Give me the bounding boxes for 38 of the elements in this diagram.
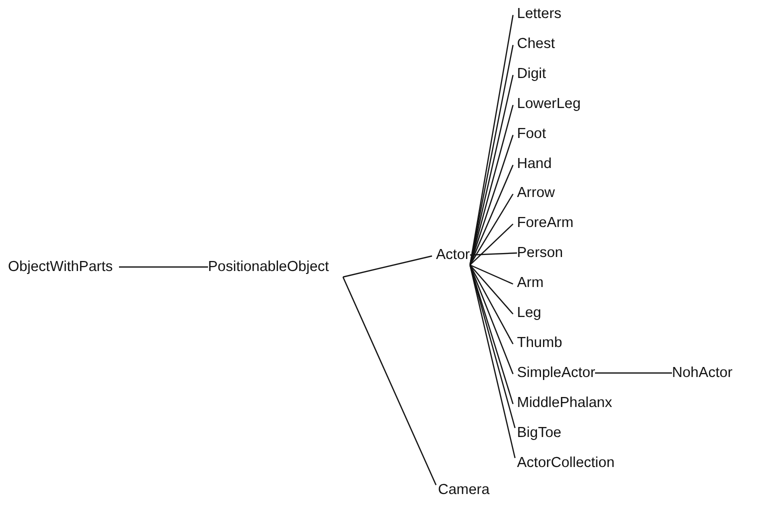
- connector-line: [469, 264, 514, 374]
- connector-line: [342, 276, 437, 486]
- class-name: ObjectWithParts: [8, 258, 119, 276]
- connector-line: [595, 372, 672, 374]
- connector-line: [469, 264, 516, 428]
- class-name: Leg: [517, 304, 542, 322]
- connector-line: [469, 194, 514, 266]
- class-name: ForeArm: [517, 214, 574, 232]
- class-name: ActorCollection: [517, 454, 615, 472]
- class-name: NohActor: [672, 364, 732, 382]
- connector-line: [470, 224, 514, 266]
- connector-line: [469, 264, 514, 404]
- class-name: PositionableObject: [208, 258, 343, 276]
- connector-line: [342, 255, 432, 278]
- class-name: Digit: [517, 64, 546, 83]
- connector-line: [469, 104, 514, 266]
- class-name: Actor: [436, 246, 470, 264]
- class-name: BigToe: [517, 424, 562, 442]
- class-name: MiddlePhalanx: [517, 394, 612, 412]
- class-name: Arrow: [517, 184, 555, 202]
- connector-line: [469, 134, 514, 266]
- class-name: Camera: [438, 481, 490, 499]
- class-name: SimpleActor: [517, 364, 596, 382]
- class-name: Foot: [517, 124, 546, 143]
- connector-line: [470, 252, 518, 256]
- class-name: Chest: [517, 34, 555, 53]
- class-name: Person: [517, 244, 563, 262]
- connector-line: [469, 164, 514, 266]
- connector-line: [469, 264, 514, 344]
- connector-line: [470, 264, 514, 314]
- connector-line: [469, 264, 516, 458]
- connector-line: [119, 266, 208, 268]
- connector-line: [470, 264, 514, 285]
- class-name: Letters: [517, 5, 562, 23]
- class-name: Arm: [517, 274, 544, 292]
- class-name: Thumb: [517, 334, 562, 352]
- class-name: LowerLeg: [517, 94, 581, 113]
- class-name: Hand: [517, 154, 552, 172]
